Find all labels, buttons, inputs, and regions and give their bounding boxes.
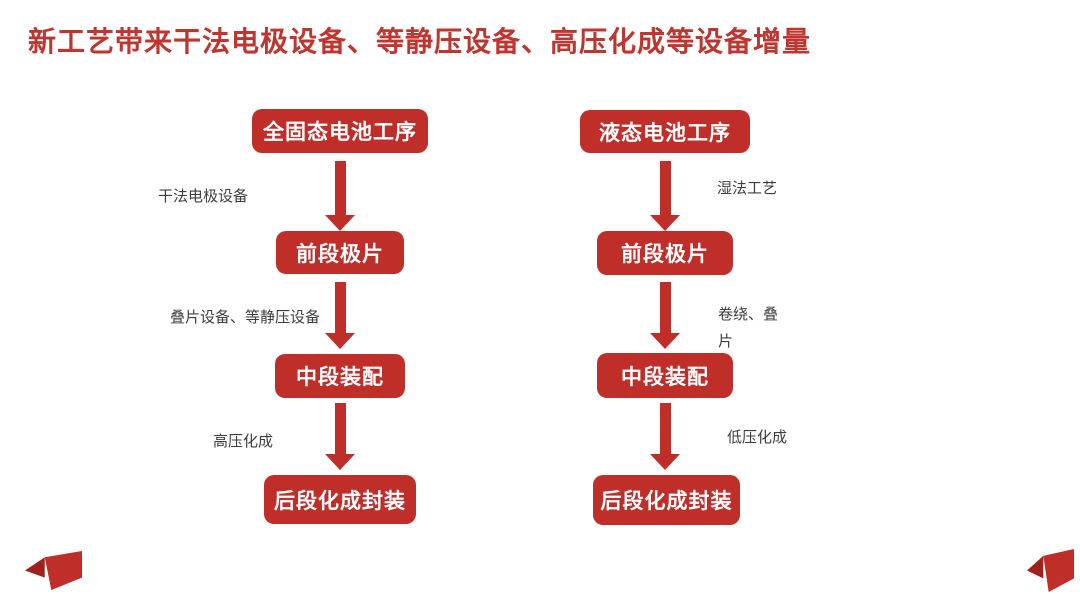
arrow-head <box>650 333 680 349</box>
slide-title: 新工艺带来干法电极设备、等静压设备、高压化成等设备增量 <box>28 26 812 57</box>
down-arrow-icon <box>650 403 680 470</box>
brand-ribbon-logo-icon <box>25 551 82 590</box>
arrow-shaft <box>659 282 671 333</box>
flow-node-solid-start: 全固态电池工序 <box>252 109 428 153</box>
flow-node-solid-mid: 中段装配 <box>275 354 405 398</box>
arrow-shaft <box>659 161 671 215</box>
flow-node-solid-back: 后段化成封装 <box>264 475 416 524</box>
down-arrow-icon <box>325 161 355 231</box>
arrow-head <box>650 215 680 231</box>
arrow-shaft <box>334 161 346 215</box>
edge-label-dry-electrode: 干法电极设备 <box>158 188 249 205</box>
down-arrow-icon <box>650 161 680 231</box>
edge-label-stacking-isostatic: 叠片设备、等静压设备 <box>170 309 321 326</box>
flow-node-liquid-mid: 中段装配 <box>597 353 733 398</box>
down-arrow-icon <box>650 282 680 349</box>
down-arrow-icon <box>325 403 355 470</box>
arrow-head <box>325 333 355 349</box>
arrow-shaft <box>659 403 671 454</box>
flow-node-liquid-back: 后段化成封装 <box>593 475 740 525</box>
edge-label-wet-process: 湿法工艺 <box>717 180 778 197</box>
edge-label-high-pressure-formation: 高压化成 <box>213 433 274 450</box>
arrow-shaft <box>334 403 346 454</box>
down-arrow-icon <box>325 282 355 349</box>
edge-label-low-pressure-formation: 低压化成 <box>727 429 788 446</box>
arrow-shaft <box>334 282 346 333</box>
flow-node-solid-front: 前段极片 <box>276 231 404 274</box>
arrow-head <box>325 454 355 470</box>
arrow-head <box>650 454 680 470</box>
arrow-head <box>325 215 355 231</box>
flow-node-liquid-front: 前段极片 <box>597 231 733 275</box>
brand-ribbon-logo-icon <box>1027 549 1074 592</box>
flow-node-liquid-start: 液态电池工序 <box>580 110 750 153</box>
edge-label-winding-stacking: 卷绕、叠片 <box>718 306 779 350</box>
